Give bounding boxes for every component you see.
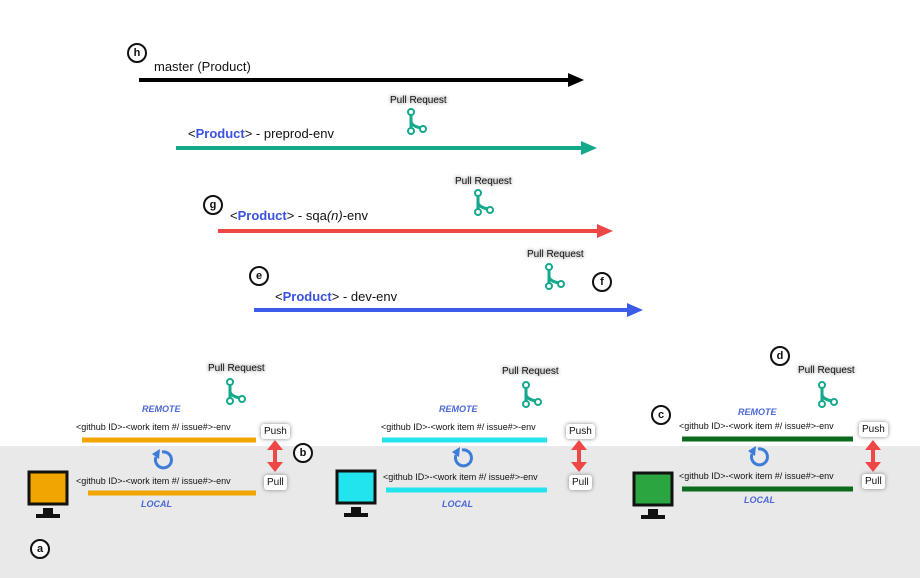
remote-env-branch-label: <github ID>-<work item #/ issue#>-env: [679, 421, 834, 431]
marker-b: b: [293, 443, 313, 463]
pull-request-icon: [473, 188, 495, 217]
local-env-branch-label: <github ID>-<work item #/ issue#>-env: [679, 471, 834, 481]
pull-request-icon: [225, 377, 247, 406]
preprod-branch-arrow: [176, 141, 597, 155]
pull-label: Pull: [264, 475, 287, 490]
local-label: LOCAL: [141, 499, 172, 509]
master-branch-arrow: [139, 73, 584, 87]
push-label: Push: [859, 422, 888, 437]
marker-f: f: [592, 272, 612, 292]
pull-request-label: Pull Request: [527, 249, 584, 260]
pull-request-label: Pull Request: [798, 365, 855, 376]
pull-request-icon: [544, 262, 566, 291]
sync-icon: [746, 444, 769, 467]
marker-e: e: [249, 266, 269, 286]
marker-c: c: [651, 405, 671, 425]
push-pull-arrow-icon: [569, 438, 589, 474]
sync-icon: [150, 447, 173, 470]
sqa-branch-label: <Product> - sqa(n)-env: [230, 208, 369, 223]
preprod-branch-label: <Product> - preprod-env: [188, 126, 334, 141]
remote-label: REMOTE: [738, 407, 777, 417]
local-env-branch-label: <github ID>-<work item #/ issue#>-env: [383, 472, 538, 482]
local-env-branch-label: <github ID>-<work item #/ issue#>-env: [76, 476, 231, 486]
marker-a: a: [30, 539, 50, 559]
pull-request-label: Pull Request: [390, 95, 447, 106]
pull-request-icon: [406, 107, 428, 136]
dev-branch-arrow: [254, 303, 643, 317]
marker-g: g: [203, 195, 223, 215]
local-zone: [0, 446, 920, 578]
push-label: Push: [261, 424, 290, 439]
computer-monitor-icon: [632, 471, 674, 519]
pull-request-label: Pull Request: [455, 176, 512, 187]
push-pull-arrow-icon: [265, 438, 285, 474]
local-label: LOCAL: [744, 495, 775, 505]
push-label: Push: [566, 424, 595, 439]
remote-label: REMOTE: [142, 404, 181, 414]
sqa-branch-arrow: [218, 224, 613, 238]
computer-monitor-icon: [335, 469, 377, 517]
pull-label: Pull: [862, 474, 885, 489]
master-branch-label: master (Product): [154, 59, 251, 74]
dev-branch-label: <Product> - dev-env: [275, 289, 398, 304]
marker-h: h: [127, 43, 147, 63]
local-label: LOCAL: [442, 499, 473, 509]
marker-d: d: [770, 346, 790, 366]
computer-monitor-icon: [27, 470, 69, 518]
remote-label: REMOTE: [439, 404, 478, 414]
remote-env-branch-label: <github ID>-<work item #/ issue#>-env: [381, 422, 536, 432]
pull-label: Pull: [569, 475, 592, 490]
pull-request-icon: [521, 380, 543, 409]
pull-request-icon: [817, 380, 839, 409]
pull-request-label: Pull Request: [502, 366, 559, 377]
push-pull-arrow-icon: [863, 438, 883, 474]
pull-request-label: Pull Request: [208, 363, 265, 374]
remote-env-branch-label: <github ID>-<work item #/ issue#>-env: [76, 422, 231, 432]
sync-icon: [450, 445, 473, 468]
